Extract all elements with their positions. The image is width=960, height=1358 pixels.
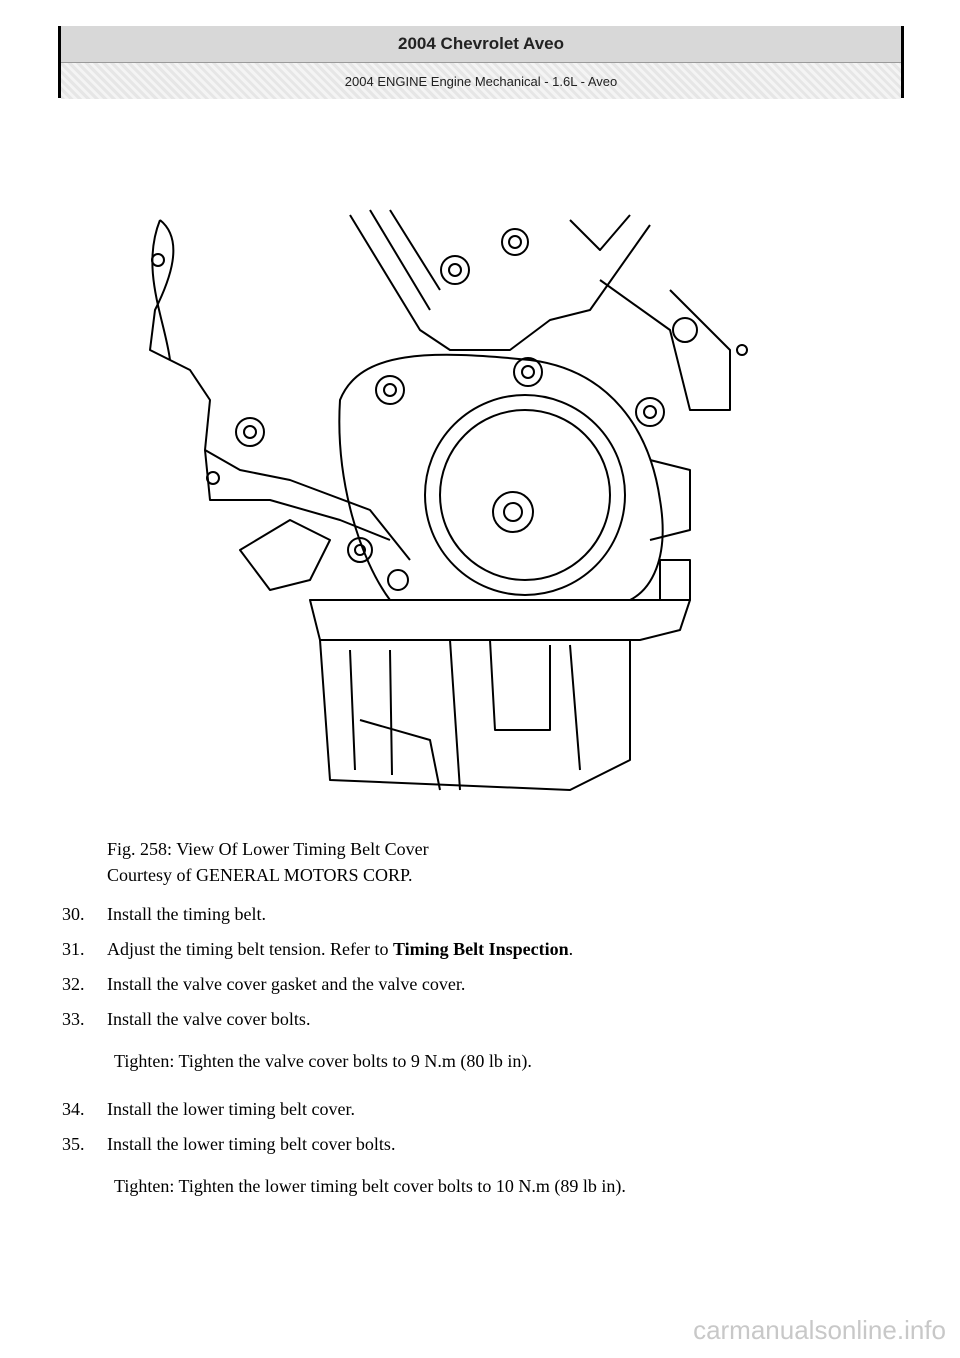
upper-bolt xyxy=(501,228,529,256)
left-bracket xyxy=(149,219,411,561)
procedure-steps: 30. Install the timing belt. 31. Adjust … xyxy=(62,902,922,1222)
torque-text: Tighten the lower timing belt cover bolt… xyxy=(174,1176,626,1196)
page-header: 2004 Chevrolet Aveo 2004 ENGINE Engine M… xyxy=(58,26,904,99)
bracket-bolt xyxy=(151,253,165,267)
step-number: 34. xyxy=(62,1099,85,1119)
step-number: 33. xyxy=(62,1009,85,1029)
step-item: 31. Adjust the timing belt tension. Refe… xyxy=(62,937,922,961)
document-subtitle: 2004 ENGINE Engine Mechanical - 1.6L - A… xyxy=(61,63,901,99)
step-number: 31. xyxy=(62,939,85,959)
step-text: Adjust the timing belt tension. Refer to… xyxy=(107,939,574,959)
watermark: carmanualsonline.info xyxy=(693,1315,946,1345)
step-number: 32. xyxy=(62,974,85,994)
torque-spec: Tighten: Tighten the lower timing belt c… xyxy=(114,1174,922,1198)
torque-label: Tighten: xyxy=(114,1051,175,1071)
step-item: 30. Install the timing belt. xyxy=(62,902,922,926)
step-number: 30. xyxy=(62,904,85,924)
caption-line-2: Courtesy of GENERAL MOTORS CORP. xyxy=(107,865,413,885)
timing-belt-cover-illustration xyxy=(149,209,748,791)
oil-pan xyxy=(309,599,691,641)
step-text: Install the valve cover gasket and the v… xyxy=(107,974,466,994)
step-item: 34. Install the lower timing belt cover. xyxy=(62,1097,922,1121)
document-title: 2004 Chevrolet Aveo xyxy=(61,26,901,63)
step-text: Install the valve cover bolts. xyxy=(107,1009,311,1029)
crankshaft-sprocket xyxy=(424,394,626,596)
step-number: 35. xyxy=(62,1134,85,1154)
torque-spec: Tighten: Tighten the valve cover bolts t… xyxy=(114,1049,922,1073)
step-text: Install the lower timing belt cover bolt… xyxy=(107,1134,396,1154)
step-text: Install the lower timing belt cover. xyxy=(107,1099,355,1119)
timing-belt-inspection-link[interactable]: Timing Belt Inspection xyxy=(392,939,569,959)
torque-text: Tighten the valve cover bolts to 9 N.m (… xyxy=(174,1051,532,1071)
caption-line-1: Fig. 258: View Of Lower Timing Belt Cove… xyxy=(107,839,429,859)
step-text: Install the timing belt. xyxy=(107,904,266,924)
engine-upper-block xyxy=(349,214,651,351)
crankshaft-bolt xyxy=(492,491,534,533)
step-item: 33. Install the valve cover bolts. xyxy=(62,1007,922,1031)
lower-timing-belt-cover xyxy=(338,353,664,601)
step-item: 32. Install the valve cover gasket and t… xyxy=(62,972,922,996)
step-item: 35. Install the lower timing belt cover … xyxy=(62,1132,922,1156)
figure-caption: Fig. 258: View Of Lower Timing Belt Cove… xyxy=(107,836,429,888)
torque-label: Tighten: xyxy=(114,1176,175,1196)
sensor xyxy=(239,519,331,591)
